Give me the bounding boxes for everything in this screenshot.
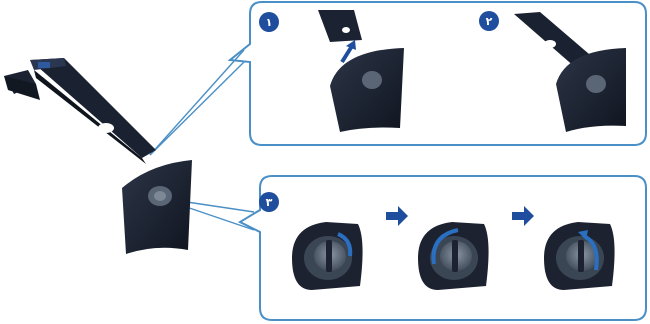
step-1-badge: ١ <box>259 12 279 32</box>
knob-view-2 <box>418 222 489 290</box>
knob-view-3 <box>544 222 615 290</box>
step-2-badge: ٢ <box>479 11 499 31</box>
stand-base <box>122 160 192 254</box>
stand-riser <box>4 58 156 164</box>
step-3-badge: ٣ <box>259 192 279 212</box>
knob-view-1 <box>292 222 363 290</box>
